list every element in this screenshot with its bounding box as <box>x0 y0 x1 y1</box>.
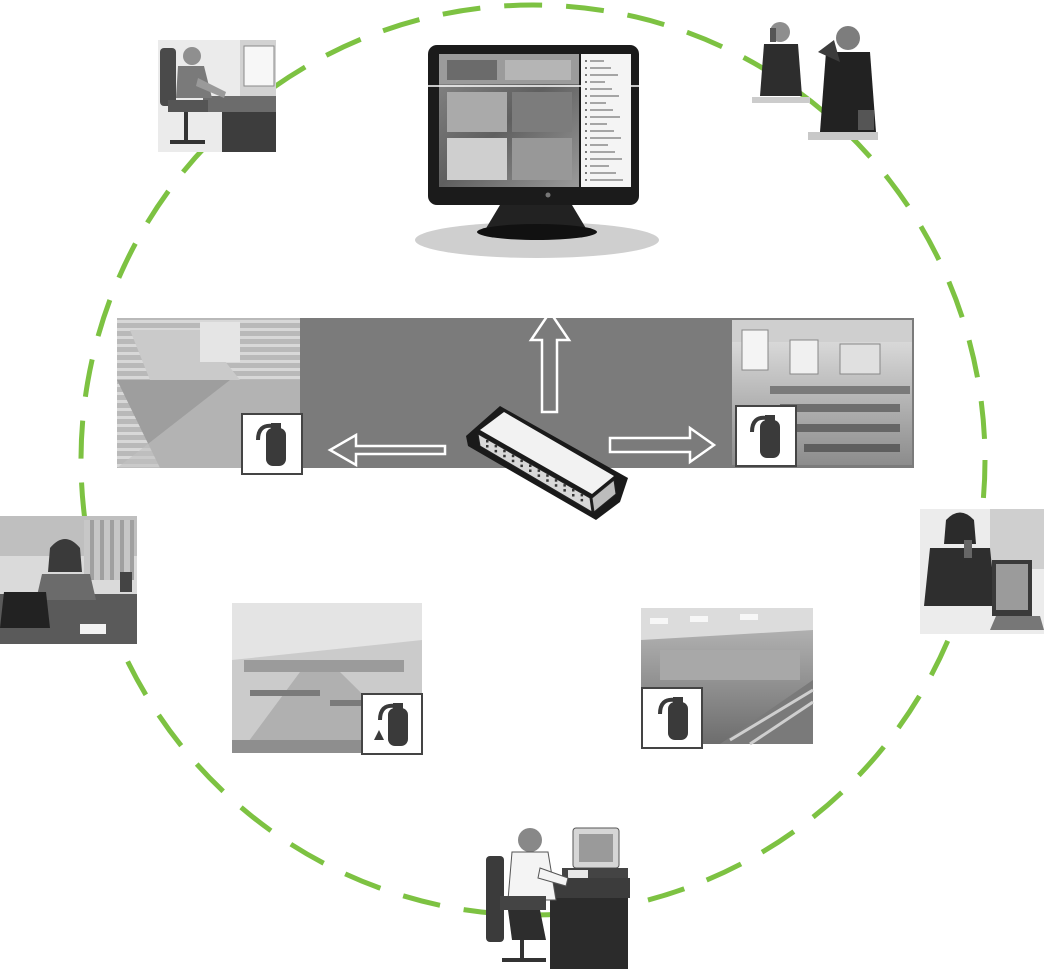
monitor-list-bullet <box>585 74 587 76</box>
monitor-list-bullet <box>585 95 587 97</box>
switch-port <box>563 489 566 492</box>
switch-port <box>529 464 532 467</box>
fire-extinguisher-icon <box>735 405 797 467</box>
monitor-list-bullet <box>585 109 587 111</box>
switch-port <box>529 469 532 472</box>
switch-port <box>554 479 558 482</box>
monitor-list-item <box>590 179 623 181</box>
operator-at-desk-icon <box>158 40 276 152</box>
switch-port <box>486 440 489 443</box>
switch-port <box>520 464 523 468</box>
switch-port <box>546 479 549 482</box>
monitor-list-item <box>590 172 616 174</box>
monitor-list-bullet <box>585 137 587 139</box>
monitor-list-bullet <box>585 158 587 160</box>
monitor-list-item <box>590 67 611 69</box>
monitor-list-item <box>590 165 609 167</box>
monitor-list-bullet <box>585 116 587 118</box>
monitor-list-bullet <box>585 179 587 181</box>
monitor-list-item <box>590 158 622 160</box>
two-men-on-phone-icon <box>752 22 878 140</box>
woman-at-laptop-icon <box>0 516 137 644</box>
switch-ports <box>486 440 584 502</box>
switch-port <box>537 469 541 472</box>
monitor-list-item <box>590 102 606 104</box>
monitor-list-item <box>590 116 620 118</box>
monitor-list-bullet <box>585 144 587 146</box>
monitor-list-bullet <box>585 130 587 132</box>
switch-port <box>546 474 549 477</box>
monitor-list-bullet <box>585 102 587 104</box>
monitor-list-bullet <box>585 88 587 90</box>
monitor-icon <box>415 45 659 258</box>
monitor-list-item <box>590 88 612 90</box>
monitor-list-item <box>590 144 608 146</box>
monitor-list-bullet <box>585 67 587 69</box>
switch-port <box>580 493 584 497</box>
arrow-up-to-monitor <box>528 309 572 414</box>
arrow-down-right-to-gym <box>627 515 695 590</box>
switch-port <box>572 489 575 492</box>
man-at-computer-icon <box>486 827 630 969</box>
switch-port <box>537 474 541 477</box>
switch-port <box>554 484 558 487</box>
switch-port <box>494 444 498 448</box>
monitor-list-item <box>590 130 614 132</box>
switch-port <box>572 494 575 497</box>
switch-port <box>563 484 566 487</box>
monitor-list-item <box>590 137 621 139</box>
monitor-list-item <box>590 123 607 125</box>
switch-port <box>503 454 506 458</box>
monitor-list-bullet <box>585 172 587 174</box>
switch-port <box>511 454 515 458</box>
woman-on-phone-icon <box>920 509 1044 634</box>
switch-port <box>486 445 489 448</box>
arrow-right-to-classroom <box>608 425 717 465</box>
monitor-list-bullet <box>585 81 587 83</box>
monitor-list-item <box>590 81 605 83</box>
network-switch-icon <box>466 406 628 520</box>
monitor-list-bullet <box>585 151 587 153</box>
switch-port <box>503 449 506 453</box>
monitor-list-bullet <box>585 60 587 62</box>
arrow-left-to-lobby <box>327 432 447 468</box>
switch-port <box>511 459 515 463</box>
switch-port <box>494 449 498 453</box>
fire-extinguisher-icon <box>361 693 423 755</box>
monitor-list-item <box>590 151 615 153</box>
arrow-down-left-to-library <box>409 510 502 587</box>
fire-extinguisher-icon <box>641 687 703 749</box>
monitor-camera-list <box>585 60 623 181</box>
switch-port <box>520 459 523 463</box>
monitor-list-item <box>590 95 619 97</box>
monitor-list-bullet <box>585 165 587 167</box>
switch-port <box>580 498 584 502</box>
monitor-list-item <box>590 60 604 62</box>
monitor-list-item <box>590 74 618 76</box>
fire-extinguisher-icon <box>241 413 303 475</box>
monitor-list-bullet <box>585 123 587 125</box>
monitor-list-item <box>590 109 613 111</box>
